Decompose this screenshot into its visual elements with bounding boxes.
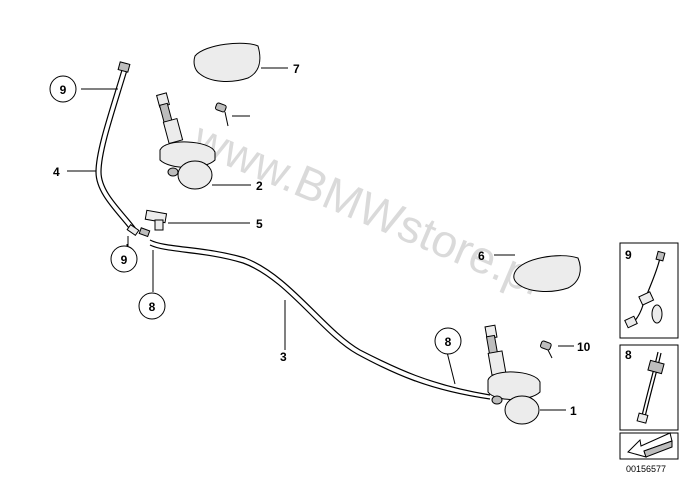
hose-3[interactable] <box>149 239 491 400</box>
cover-7[interactable] <box>193 42 261 82</box>
callout-2[interactable]: 2 <box>256 179 263 193</box>
callout-6[interactable]: 6 <box>478 249 485 263</box>
washer-pump-1[interactable] <box>484 324 541 425</box>
leader-lines <box>67 67 574 411</box>
callout-5[interactable]: 5 <box>256 217 263 231</box>
svg-text:8: 8 <box>149 300 156 314</box>
svg-text:8: 8 <box>625 348 632 362</box>
washer-pump-2[interactable] <box>156 92 216 190</box>
cover-6[interactable] <box>513 255 581 292</box>
hose-4[interactable] <box>95 61 140 237</box>
watermark: www.BMWstore.pl <box>185 111 550 305</box>
callout-3[interactable]: 3 <box>280 350 287 364</box>
svg-text:9: 9 <box>625 248 632 262</box>
callout-1[interactable]: 1 <box>570 404 577 418</box>
side-panel-arrow <box>619 432 679 460</box>
screw-10[interactable] <box>539 340 553 359</box>
callout-4[interactable]: 4 <box>53 165 60 179</box>
svg-text:9: 9 <box>60 83 67 97</box>
circled-callout-8-right[interactable]: 8 <box>434 327 462 355</box>
callout-10[interactable]: 10 <box>577 340 591 354</box>
side-panel-8[interactable]: 8 <box>619 344 679 431</box>
callout-7[interactable]: 7 <box>293 62 300 76</box>
svg-text:9: 9 <box>121 253 128 267</box>
connector-5[interactable] <box>138 209 168 238</box>
catalog-number: 00156577 <box>626 464 666 474</box>
screw-upper[interactable] <box>214 102 229 127</box>
circled-callout-8-left[interactable]: 8 <box>138 292 166 320</box>
svg-text:8: 8 <box>445 335 452 349</box>
side-panel-9[interactable]: 9 <box>619 242 679 339</box>
circled-callout-9-top[interactable]: 9 <box>49 75 77 103</box>
circled-callout-9-bottom[interactable]: 9 <box>110 245 138 273</box>
